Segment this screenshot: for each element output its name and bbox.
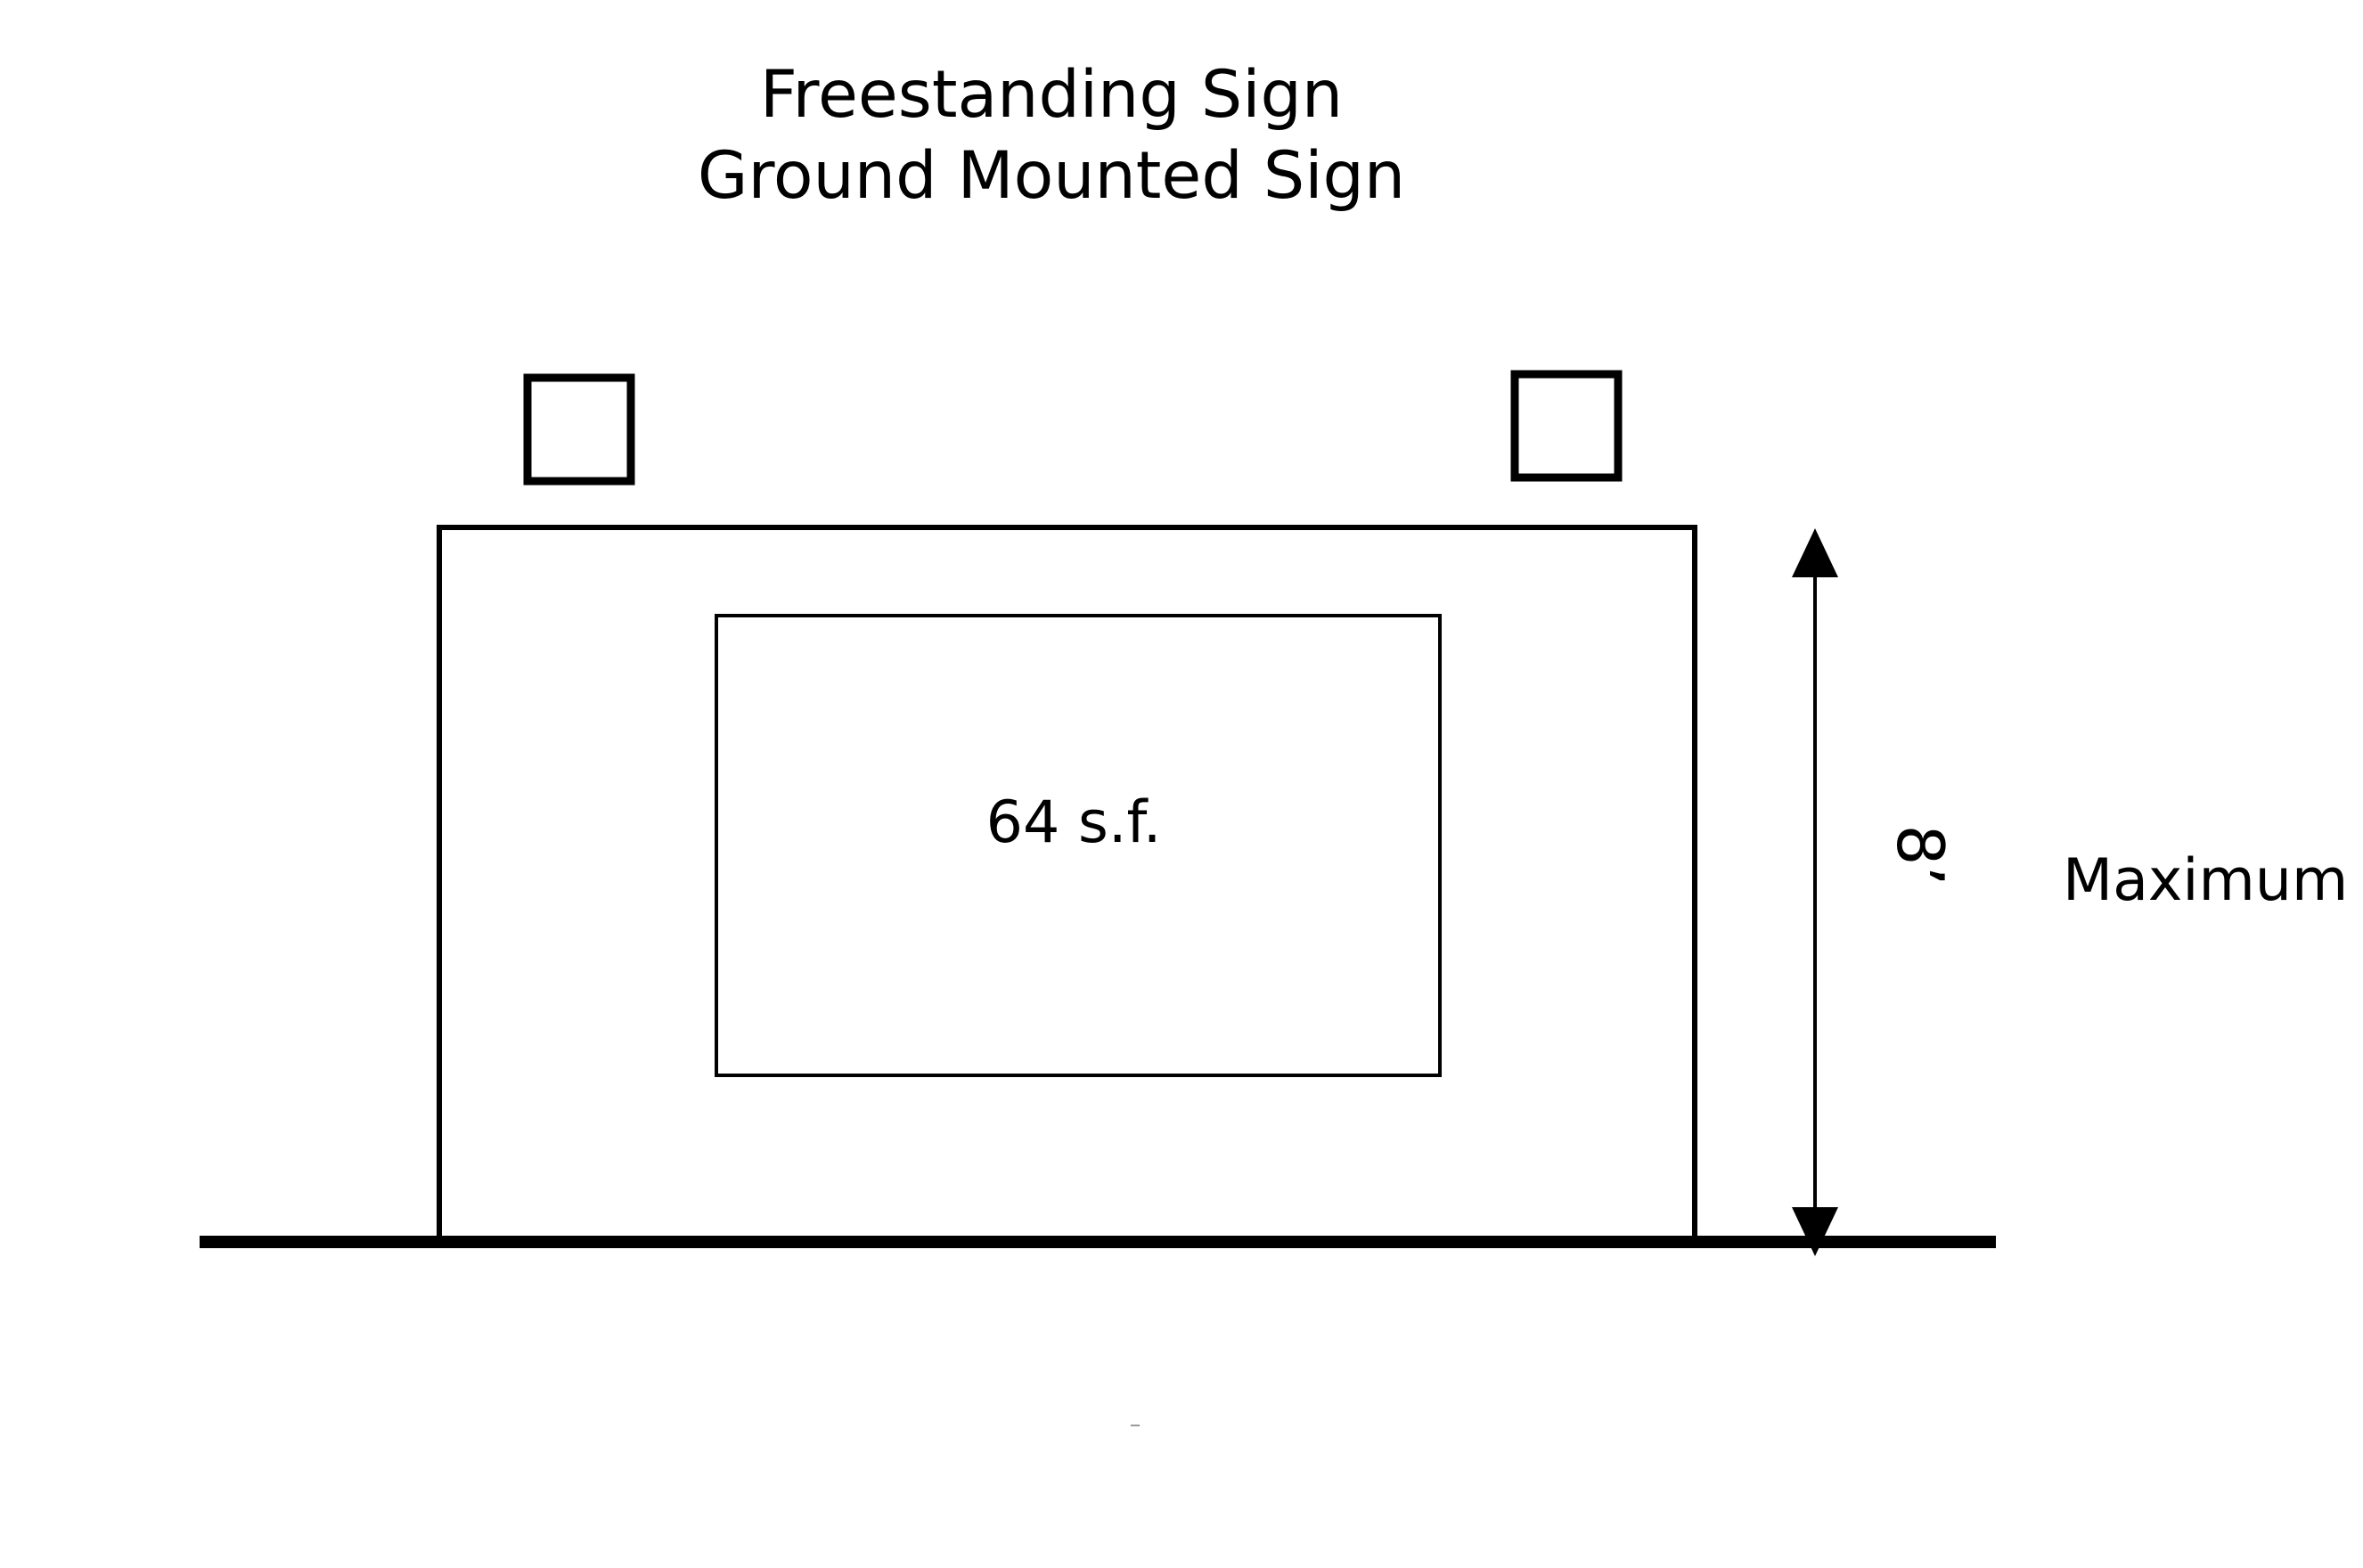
sign-face-panel	[715, 614, 1442, 1077]
arrow-up-icon	[1792, 528, 1838, 577]
height-qualifier-label: Maximum	[2063, 847, 2348, 914]
light-fixture-right	[1510, 370, 1623, 482]
sign-structure	[437, 525, 1697, 1241]
sign-area-label: 64 s.f.	[986, 789, 1162, 856]
arrow-down-icon	[1792, 1207, 1838, 1256]
title-line-1: Freestanding Sign	[760, 57, 1343, 133]
title-line-2: Ground Mounted Sign	[698, 138, 1405, 214]
light-fixture-left	[523, 373, 635, 486]
height-label: 8’	[1883, 825, 1958, 886]
